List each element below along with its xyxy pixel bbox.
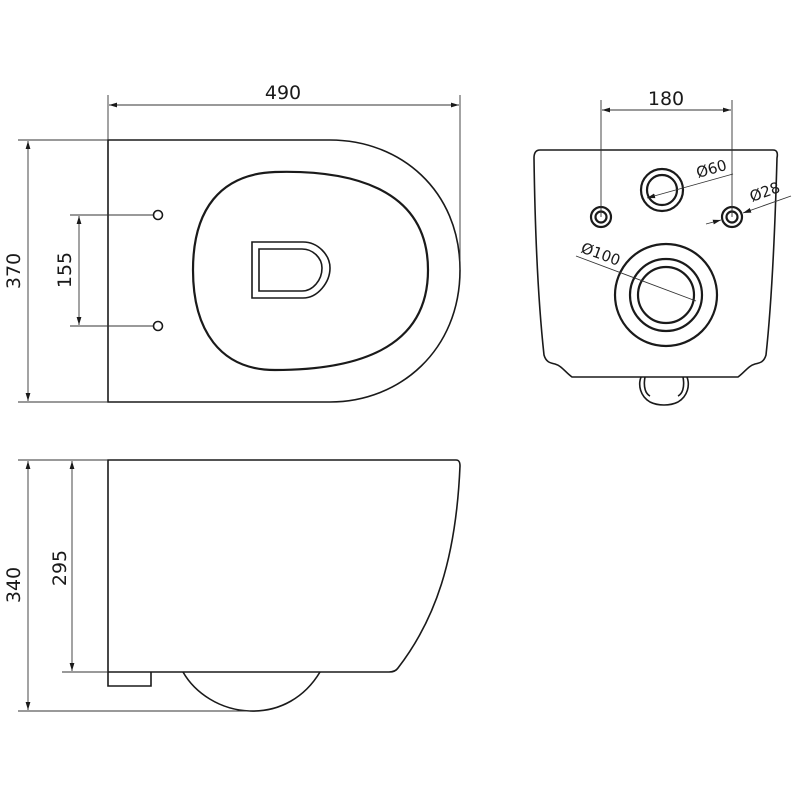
rear-view-outline: [533, 149, 779, 378]
top-view-outline: [107, 139, 461, 403]
flush-button-outer: [251, 241, 331, 299]
rear-outlet-spigot: [638, 376, 690, 406]
dim-depth-370: 370: [3, 253, 25, 289]
top-view: 490 370 155: [3, 82, 461, 403]
rear-view: 180 Ø60 Ø28 Ø100: [533, 88, 792, 406]
seat-oval: [191, 170, 430, 372]
dim-total-height-340: 340: [3, 567, 25, 603]
flush-button-inner: [258, 248, 323, 292]
dim-body-height-295: 295: [49, 550, 71, 586]
side-view: 340 295: [3, 459, 461, 712]
rear-bracket: [107, 672, 152, 687]
dim-hole-spacing-180: 180: [648, 88, 684, 110]
outlet-outer: [613, 242, 719, 348]
water-inlet-inner: [645, 173, 679, 207]
mount-hole-bottom: [152, 320, 164, 332]
outlet-inner: [636, 265, 696, 325]
dim-inlet-diameter: Ø60: [694, 156, 729, 182]
water-inlet-outer: [639, 167, 685, 213]
dim-hole-spacing-155: 155: [54, 252, 76, 288]
outlet-middle: [628, 257, 704, 333]
dim-mount-hole-diameter: Ø28: [747, 178, 782, 205]
side-view-outline: [107, 459, 461, 673]
mount-hole-top: [152, 209, 164, 221]
dim-width-490: 490: [265, 82, 301, 104]
bowl-bottom: [182, 671, 321, 712]
